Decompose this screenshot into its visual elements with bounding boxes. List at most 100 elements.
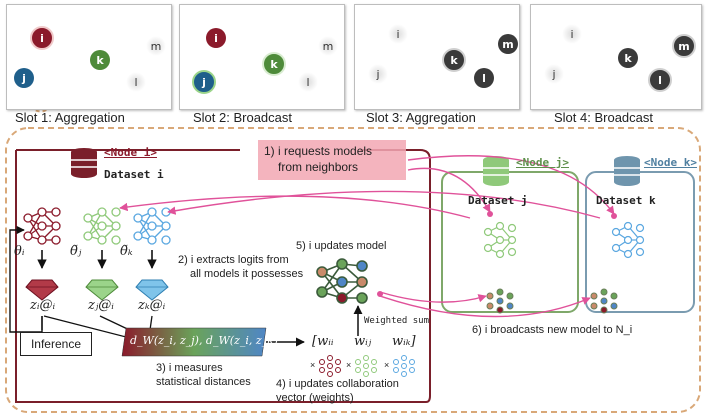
logit-i-gem-icon [25,279,59,301]
node-label: l [482,71,486,85]
node-label: l [658,73,662,87]
z-j-label: zⱼ@ᵢ [88,298,114,313]
node-label: m [322,39,334,53]
step-4-label-line2: vector (weights) [276,392,354,404]
times-sign: × [346,360,352,370]
weight-model-i-icon [319,355,341,377]
node-label: j [22,71,26,85]
slot4-node-m: m [672,34,696,58]
step-3-label-line2: statistical distances [156,376,251,388]
logit-k-gem-icon [135,279,169,301]
step-6-label: 6) i broadcasts new model to N_i [472,324,633,336]
model-theta-j-icon [83,207,121,245]
slot1-node-j: j [14,68,34,88]
broadcast-arrow-to-j [379,291,487,303]
node-i-container [15,149,431,403]
slot-4-panel [530,4,702,110]
slot4-node-j: j [544,64,564,84]
times-sign: × [384,360,390,370]
slot-3-panel [354,4,520,110]
node-label: j [376,67,380,81]
node-label: i [570,27,574,41]
slot1-node-k: k [90,50,110,70]
step-4-label: 4) i updates collaboration [276,378,399,390]
slot1-node-i: i [30,26,54,50]
slot-1-caption: Slot 1: Aggregation [15,110,125,125]
slot-2-caption: Slot 2: Broadcast [193,110,292,125]
weight-ii: [wᵢᵢ [312,334,334,349]
slot4-node-k: k [618,48,638,68]
theta-j-label: θ̃ⱼ [70,244,82,259]
dataset-j-icon [483,156,509,186]
step-1-label: 1) i requests models [264,144,373,158]
node-j-tag: <Node j> [516,156,569,169]
distance-formula: d_W(z_i, z_j), d_W(z_i, z_k) [130,334,279,347]
slot-4-caption: Slot 4: Broadcast [554,110,653,125]
model-arrow-j-to-i [119,195,471,219]
node-label: k [96,53,104,67]
dataset-i-icon [71,148,97,178]
node-label: i [40,31,44,45]
theta-i-label: θᵢ [14,244,25,259]
times-sign: × [310,360,316,370]
step-3-label: 3) i measures [156,362,223,374]
node-label: l [306,75,310,89]
slot2-node-m: m [318,36,338,56]
dataset-i-label: Dataset i [104,168,164,181]
slot4-node-l: l [648,68,672,92]
node-i-tag: <Node i> [104,146,157,159]
inference-box: Inference [20,332,92,356]
node-label: k [270,57,278,71]
model-arrow-k-to-i [167,190,601,219]
node-label: i [396,27,400,41]
slot2-node-j: j [192,70,216,94]
slot3-node-k: k [442,48,466,72]
slot1-node-l: l [126,72,146,92]
request-box [258,140,406,180]
request-arrow-to-k [407,155,615,215]
node-label: k [450,53,458,67]
slot3-node-l: l [474,68,494,88]
node-label: m [678,39,690,53]
slot-2-panel [179,4,345,110]
updated-model-icon [316,258,368,304]
slot2-node-l: l [298,72,318,92]
node-label: i [214,31,218,45]
weight-model-k-icon [393,355,415,377]
weight-ij: wᵢⱼ [354,334,372,349]
logit-j-gem-icon [85,279,119,301]
slot2-node-k: k [262,52,286,76]
request-arrow-to-j [407,167,491,213]
node-label: m [502,37,514,51]
dataset-j-label: Dataset j [468,194,528,207]
model-theta-k-icon [133,207,171,245]
step-2-label: 2) i extracts logits from [178,254,289,266]
slot-1-panel [6,4,172,110]
line-zk-dist [149,315,153,331]
model-theta-i-icon [23,207,61,245]
z-k-label: zₖ@ᵢ [138,298,166,313]
node-j-container [441,171,579,313]
z-i-label: zᵢ@ᵢ [30,298,56,313]
slot3-node-i: i [388,24,408,44]
slot3-node-j: j [368,64,388,84]
node-label: j [552,67,556,81]
step-2-label-line2: all models it possesses [190,268,304,280]
slot3-node-m: m [498,34,518,54]
node-label: j [202,75,206,89]
weighted-sum-label: Weighted sum [364,316,430,326]
weight-ik: wᵢₖ] [392,334,416,349]
model-node-k-icon [611,221,645,259]
node-label: l [134,75,138,89]
model-node-j-icon [483,221,517,259]
step-5-label: 5) i updates model [296,240,387,252]
dataset-k-icon [614,156,640,186]
node-label: m [150,39,162,53]
slot4-node-i: i [562,24,582,44]
weight-model-j-icon [355,355,377,377]
inference-label: Inference [30,337,82,351]
broadcast-arrow-to-k [379,295,591,318]
line-zi-dist [43,315,131,339]
new-model-node-j-icon [486,288,514,314]
node-k-tag: <Node k> [644,156,697,169]
